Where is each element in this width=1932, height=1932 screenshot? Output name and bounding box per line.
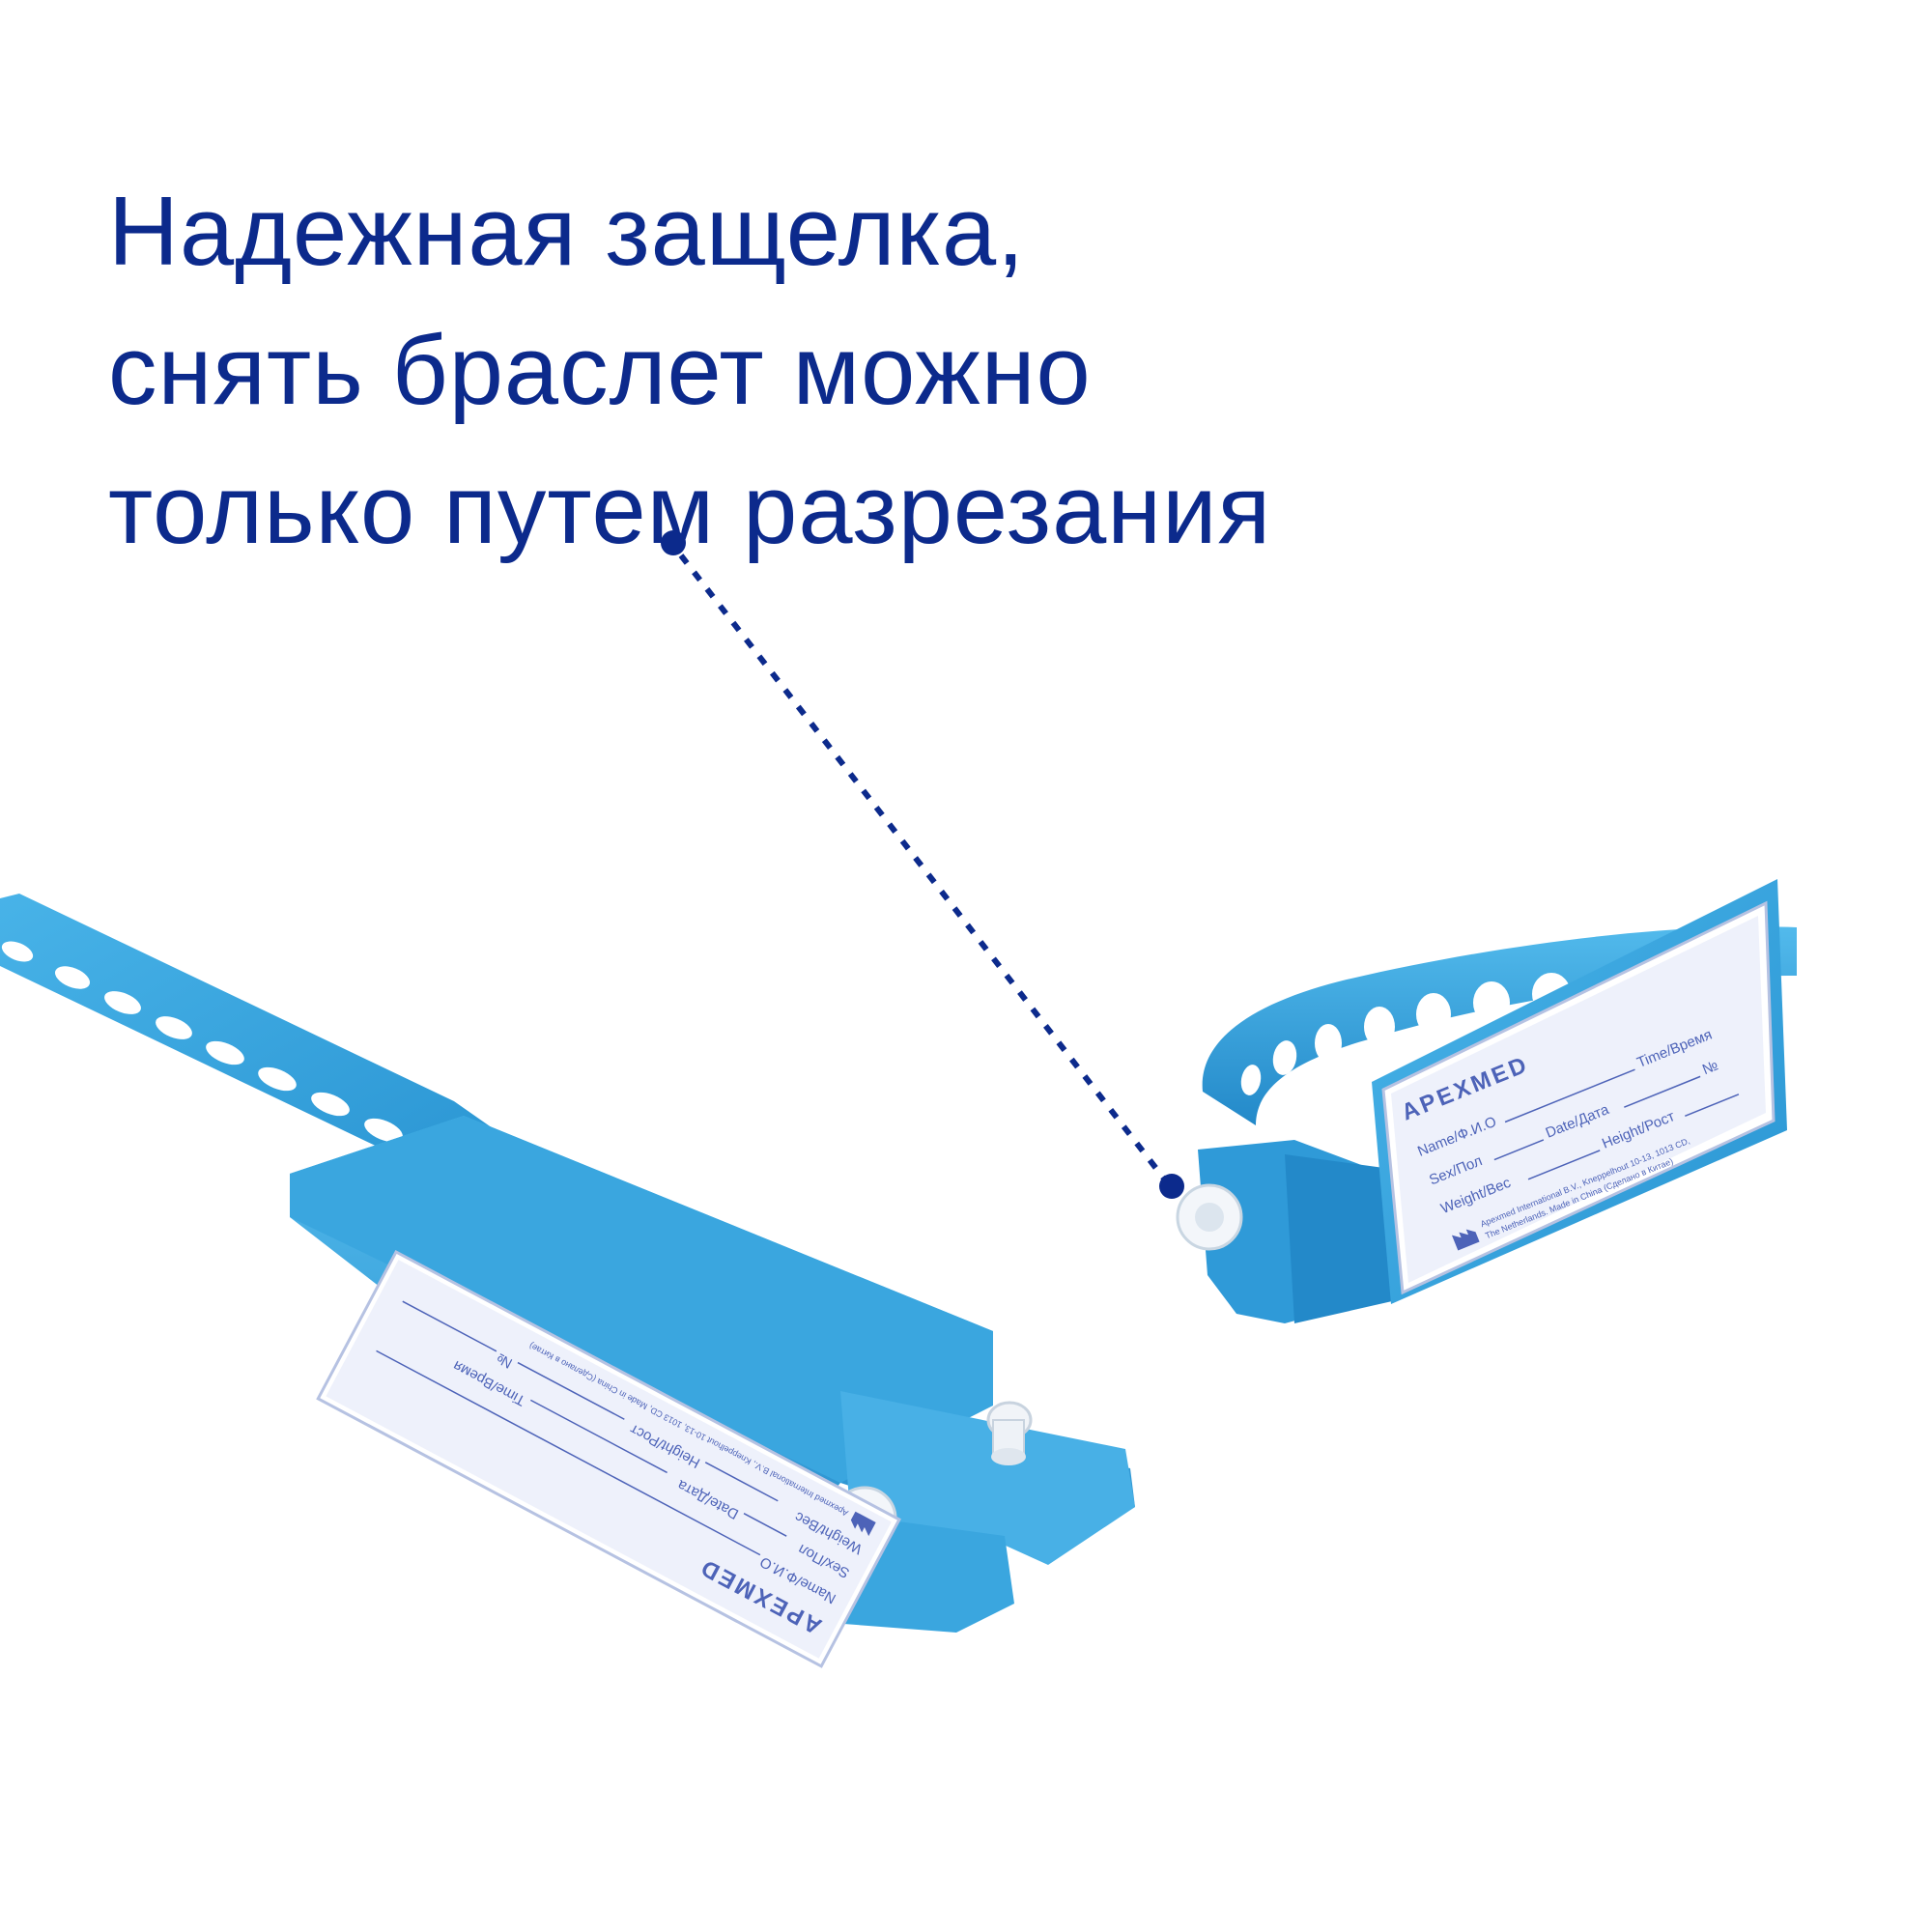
callout-dot-bottom: [1159, 1174, 1184, 1199]
open-label-number: №: [494, 1350, 515, 1372]
closed-label-factory-icon: [1451, 1229, 1480, 1251]
headline-line-1: Надежная защелка,: [108, 178, 1026, 286]
bracelet-open-label: APEXMED Name/Ф.И.О Sex/Пол Date/Дата Tim…: [316, 1249, 901, 1668]
headline-line-3: только путем разрезания: [108, 456, 1272, 564]
bracelet-closed-label: APEXMED Name/Ф.И.О Time/Время Sex/Пол Da…: [1381, 900, 1776, 1295]
closed-label-number: №: [1700, 1057, 1720, 1078]
headline: Надежная защелка, снять браслет можно то…: [108, 162, 1271, 580]
bracelet-open: APEXMED Name/Ф.И.О Sex/Пол Date/Дата Tim…: [0, 894, 1135, 1668]
bracelet-open-tab: [840, 1391, 1135, 1565]
open-label-factory-icon: [850, 1511, 876, 1537]
callout-pointer: [661, 530, 1184, 1199]
bracelet-open-strap: [0, 894, 502, 1183]
callout-dot-top: [661, 530, 686, 555]
bracelet-closed: APEXMED Name/Ф.И.О Time/Время Sex/Пол Da…: [1176, 879, 1797, 1323]
headline-line-2: снять браслет можно: [108, 317, 1092, 425]
strap-holes: [1, 941, 403, 1143]
